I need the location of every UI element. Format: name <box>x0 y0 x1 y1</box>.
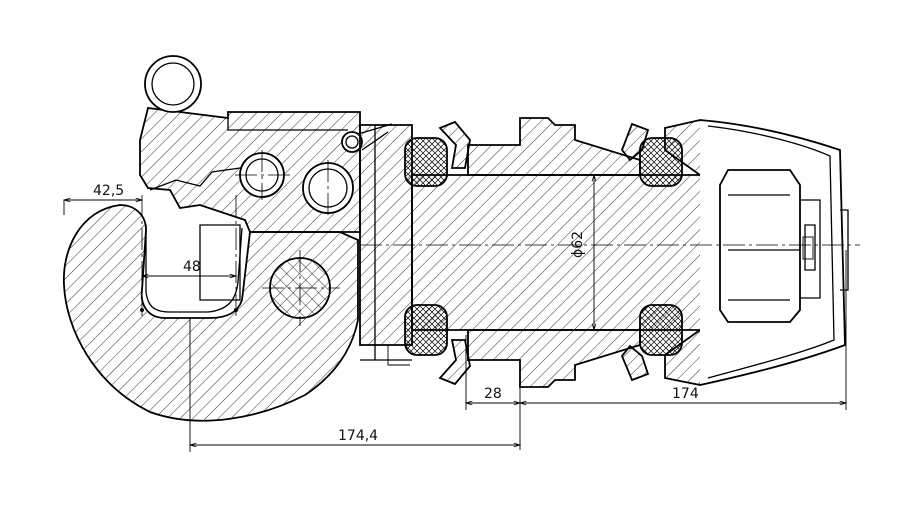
dimension-48: 48 <box>140 259 238 312</box>
dimension-42-5: 42,5 <box>64 183 142 215</box>
dimension-label-62: ϕ62 <box>570 231 586 258</box>
dimension-label-48: 48 <box>183 259 201 275</box>
dimension-label-174-4: 174,4 <box>338 428 378 444</box>
hook-body <box>63 204 359 422</box>
dimension-label-42-5: 42,5 <box>93 183 124 199</box>
end-cap <box>664 118 849 387</box>
rubber-ring-bl <box>404 304 448 356</box>
dimension-label-174: 174 <box>672 386 699 402</box>
rubber-ring-br <box>639 304 683 356</box>
dimension-174: 174 <box>520 250 846 410</box>
dimension-diameter-62: ϕ62 <box>570 175 594 330</box>
shaft <box>404 117 723 388</box>
dimension-label-28: 28 <box>484 386 502 402</box>
dimension-174-4: 174,4 <box>190 318 520 452</box>
top-roller <box>144 55 202 113</box>
rubber-ring-tl <box>404 137 448 187</box>
